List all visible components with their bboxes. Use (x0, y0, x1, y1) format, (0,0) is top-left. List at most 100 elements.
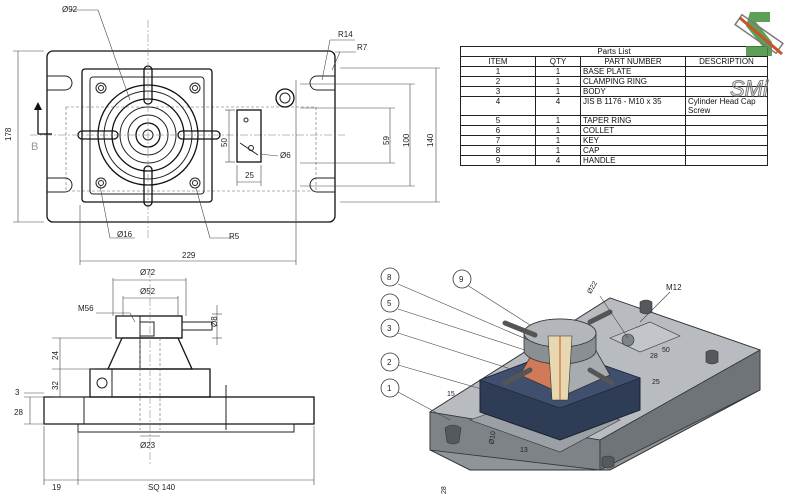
smi-logo-mark: SMi (730, 12, 784, 102)
body-square-inner (89, 76, 205, 195)
parts-cell-item: 4 (460, 96, 536, 116)
dim-d6: Ø6 (280, 151, 291, 160)
smi-logo: SMi (726, 8, 792, 104)
parts-cell-qty: 4 (535, 96, 581, 116)
dim-229: 229 (182, 251, 196, 260)
parts-cell-qty: 4 (535, 155, 581, 166)
dim-d8: Ø8 (210, 316, 219, 327)
parts-cell-item: 1 (460, 66, 536, 77)
parts-cell-desc (685, 145, 768, 156)
parts-cell-item: 5 (460, 115, 536, 126)
dim-d92: Ø92 (62, 5, 78, 14)
slot-left-bottom (47, 177, 73, 193)
parts-cell-qty: 1 (535, 135, 581, 146)
parts-cell-desc (685, 135, 768, 146)
front-cap (115, 315, 183, 339)
parts-cell-part: BASE PLATE (580, 66, 686, 77)
dim-178: 178 (4, 127, 13, 141)
dim-d52: Ø52 (140, 287, 156, 296)
dim-24: 24 (51, 351, 60, 360)
dim-50: 50 (220, 138, 229, 147)
slot-right-bottom (309, 177, 335, 193)
iso-label-15: 15 (447, 391, 455, 398)
dim-d72: Ø72 (140, 268, 156, 277)
parts-cell-part: CLAMPING RING (580, 76, 686, 87)
dim-19: 19 (52, 483, 61, 492)
parts-cell-part: TAPER RING (580, 115, 686, 126)
dim-59: 59 (382, 136, 391, 145)
iso-handles (502, 309, 615, 386)
iso-view: 8 9 5 3 2 1 Ø22 M12 50 28 25 15 Ø10 13 2… (380, 267, 761, 494)
parts-cell-part: CAP (580, 145, 686, 156)
corner-screws (95, 82, 201, 189)
parts-cell-qty: 1 (535, 86, 581, 97)
dim-25: 25 (245, 171, 254, 180)
top-view: Ø92 R14 R7 178 140 100 59 50 25 Ø6 Ø16 R… (4, 5, 440, 265)
hidden-outline (65, 106, 317, 192)
parts-cell-item: 9 (460, 155, 536, 166)
slot-left-top (47, 75, 73, 91)
dim-32: 32 (51, 381, 60, 390)
parts-cell-part: HANDLE (580, 155, 686, 166)
parts-cell-qty: 1 (535, 125, 581, 136)
parts-cell-item: 7 (460, 135, 536, 146)
col-part-number: PART NUMBER (580, 56, 686, 67)
balloon-9: 9 (459, 275, 464, 284)
balloon-2: 2 (387, 358, 392, 367)
parts-cell-desc (685, 155, 768, 166)
parts-cell-part: KEY (580, 135, 686, 146)
parts-cell-qty: 1 (535, 76, 581, 87)
dim-d16: Ø16 (117, 230, 133, 239)
dim-140: 140 (426, 133, 435, 147)
parts-cell-desc (685, 125, 768, 136)
iso-label-d10: Ø10 (488, 431, 497, 445)
parts-list-header-row: ITEM QTY PART NUMBER DESCRIPTION (460, 56, 768, 67)
slot-right-top (309, 75, 335, 91)
dim-d23: Ø23 (140, 441, 156, 450)
parts-cell-qty: 1 (535, 145, 581, 156)
parts-list-title: Parts List (460, 46, 768, 57)
logo-text: SMi (730, 76, 769, 101)
front-view: Ø72 Ø52 M56 Ø8 24 32 3 28 Ø23 19 SQ 140 (14, 268, 315, 492)
base-plate-outline (46, 50, 336, 223)
balloon-1: 1 (387, 384, 392, 393)
col-item: ITEM (460, 56, 536, 67)
parts-cell-item: 6 (460, 125, 536, 136)
dim-3: 3 (15, 388, 20, 397)
parts-cell-qty: 1 (535, 115, 581, 126)
parts-cell-item: 3 (460, 86, 536, 97)
view-label-b: B (31, 141, 38, 153)
pin-hole (275, 88, 295, 108)
dim-r14: R14 (338, 30, 353, 39)
parts-cell-part: COLLET (580, 125, 686, 136)
iso-label-25: 25 (652, 379, 660, 386)
col-qty: QTY (535, 56, 581, 67)
iso-label-d22: Ø22 (586, 280, 599, 295)
parts-cell-part: BODY (580, 86, 686, 97)
parts-cell-item: 2 (460, 76, 536, 87)
key-block (236, 109, 262, 163)
dim-sq140: SQ 140 (148, 483, 176, 492)
iso-balloons: 8 9 5 3 2 1 (380, 267, 472, 398)
dim-r7: R7 (357, 43, 368, 52)
balloon-5: 5 (387, 299, 392, 308)
dim-r5: R5 (229, 232, 240, 241)
balloon-8: 8 (387, 273, 392, 282)
dim-28: 28 (14, 408, 23, 417)
iso-label-m12: M12 (666, 283, 682, 292)
parts-cell-qty: 1 (535, 66, 581, 77)
view-arrow-b (34, 102, 52, 135)
balloon-3: 3 (387, 324, 392, 333)
body-square (81, 68, 213, 203)
iso-label-28b: 28 (441, 486, 448, 494)
iso-label-50: 50 (662, 347, 670, 354)
